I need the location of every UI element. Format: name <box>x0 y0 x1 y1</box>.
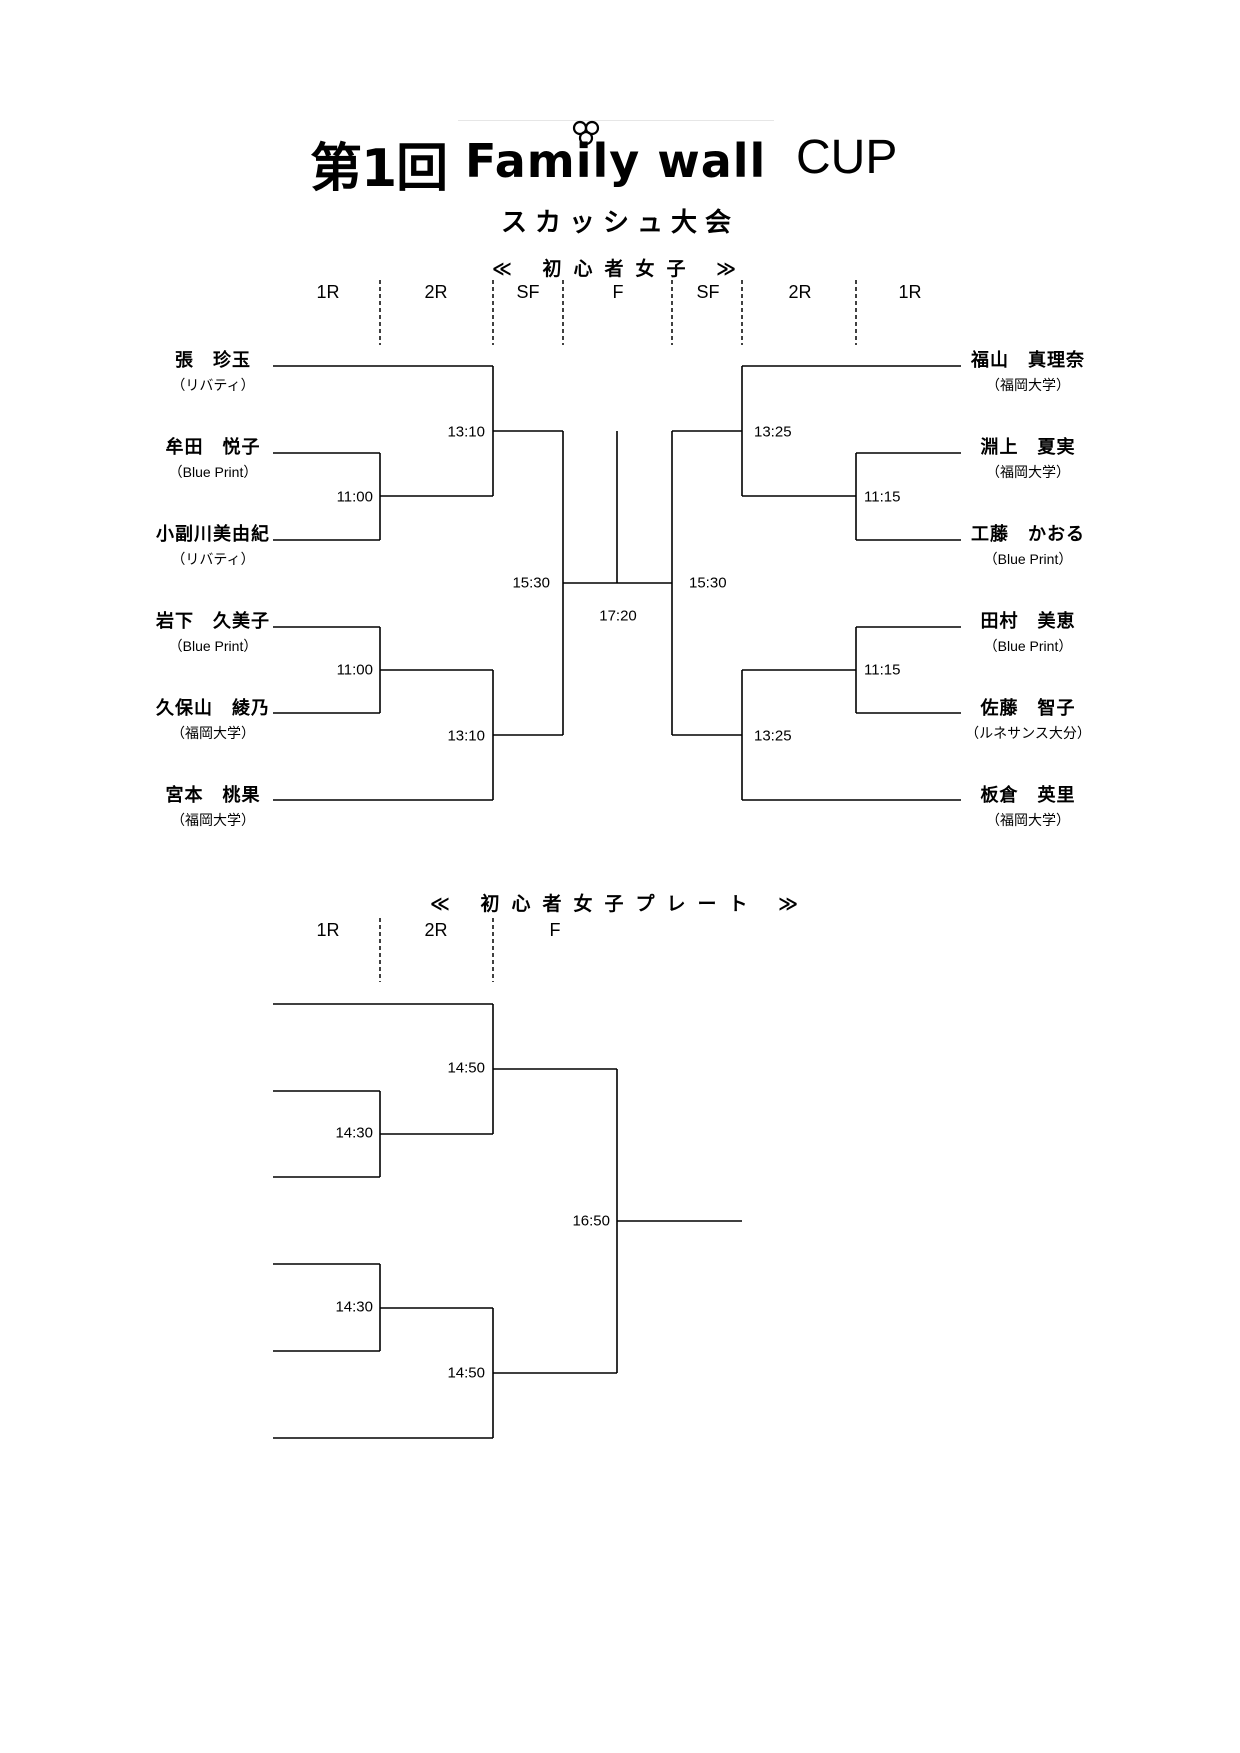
title-brand-logo: Family wall <box>465 134 767 188</box>
player-entry: 牟田 悦子 （Blue Print） <box>166 433 261 482</box>
match-time: 13:25 <box>754 727 792 745</box>
player-team: （Blue Print） <box>983 551 1073 567</box>
match-time: 15:30 <box>689 574 727 592</box>
match-time: 14:50 <box>447 1364 485 1382</box>
player-entry: 岩下 久美子 （Blue Print） <box>156 607 270 656</box>
match-time: 17:20 <box>599 607 637 625</box>
match-time: 11:00 <box>336 488 373 506</box>
player-name: 福山 真理奈 <box>971 350 1085 371</box>
player-entry: 淵上 夏実 （福岡大学） <box>981 433 1076 482</box>
player-name: 淵上 夏実 <box>980 437 1076 458</box>
player-name: 板倉 英里 <box>980 785 1076 806</box>
match-time: 13:10 <box>447 423 485 441</box>
main-bracket-heading: ≪ 初心者女子 ≫ <box>491 258 748 280</box>
player-team: （Blue Print） <box>983 638 1073 654</box>
player-team: （Blue Print） <box>168 464 258 480</box>
player-name: 宮本 桃果 <box>165 785 261 806</box>
player-team: （福岡大学） <box>171 725 255 741</box>
player-name: 小副川美由紀 <box>156 524 270 545</box>
round-label: 1R <box>898 282 922 302</box>
player-team: （福岡大学） <box>986 812 1070 828</box>
player-name: 張 珍玉 <box>174 350 251 371</box>
match-time: 13:25 <box>754 423 792 441</box>
page-title: 第1回 Family wall CUP <box>300 112 940 199</box>
title-divider <box>458 120 774 121</box>
player-entry: 久保山 綾乃 （福岡大学） <box>156 694 270 743</box>
round-label: 2R <box>424 282 448 302</box>
player-entry: 福山 真理奈 （福岡大学） <box>971 346 1085 395</box>
round-label: 2R <box>424 920 448 940</box>
plate-bracket-lines <box>273 1003 742 1439</box>
round-label: SF <box>516 282 540 302</box>
player-team: （福岡大学） <box>986 377 1070 393</box>
player-name: 久保山 綾乃 <box>156 698 270 719</box>
player-entry: 宮本 桃果 （福岡大学） <box>166 781 261 830</box>
round-label: F <box>612 282 624 302</box>
player-name: 田村 美恵 <box>980 611 1076 632</box>
round-label: 2R <box>788 282 812 302</box>
player-team: （ルネサンス大分） <box>965 725 1091 741</box>
player-team: （福岡大学） <box>171 812 255 828</box>
match-time: 13:10 <box>447 727 485 745</box>
player-entry: 田村 美恵 （Blue Print） <box>981 607 1076 656</box>
match-time: 14:50 <box>447 1059 485 1077</box>
plate-bracket-heading: ≪ 初心者女子プレート ≫ <box>429 893 810 915</box>
logo-rings-icon <box>572 120 600 146</box>
player-entry: 小副川美由紀 （リバティ） <box>156 520 270 569</box>
player-name: 佐藤 智子 <box>980 698 1076 719</box>
round-dividers <box>379 280 857 982</box>
player-entry: 佐藤 智子 （ルネサンス大分） <box>965 694 1091 743</box>
event-subtitle: スカッシュ大会 <box>500 208 739 238</box>
player-entry: 張 珍玉 （リバティ） <box>171 346 254 395</box>
title-prefix: 第1回 <box>310 139 448 199</box>
match-time: 14:30 <box>335 1298 373 1316</box>
match-time: 11:00 <box>336 661 373 679</box>
round-label: F <box>549 920 561 940</box>
player-name: 岩下 久美子 <box>156 611 270 632</box>
round-label: 1R <box>316 920 340 940</box>
round-label: 1R <box>316 282 340 302</box>
player-name: 工藤 かおる <box>971 524 1085 545</box>
match-time: 11:15 <box>864 661 901 679</box>
player-entry: 工藤 かおる （Blue Print） <box>971 520 1085 569</box>
player-name: 牟田 悦子 <box>165 437 261 458</box>
player-team: （福岡大学） <box>986 464 1070 480</box>
round-label: SF <box>696 282 720 302</box>
main-bracket-lines <box>273 365 961 801</box>
player-team: （リバティ） <box>171 551 255 567</box>
title-suffix: CUP <box>796 131 898 184</box>
match-time: 14:30 <box>335 1124 373 1142</box>
player-team: （リバティ） <box>171 377 255 393</box>
player-entry: 板倉 英里 （福岡大学） <box>981 781 1076 830</box>
match-time: 15:30 <box>512 574 550 592</box>
match-time: 11:15 <box>864 488 901 506</box>
match-time: 16:50 <box>572 1212 610 1230</box>
player-team: （Blue Print） <box>168 638 258 654</box>
